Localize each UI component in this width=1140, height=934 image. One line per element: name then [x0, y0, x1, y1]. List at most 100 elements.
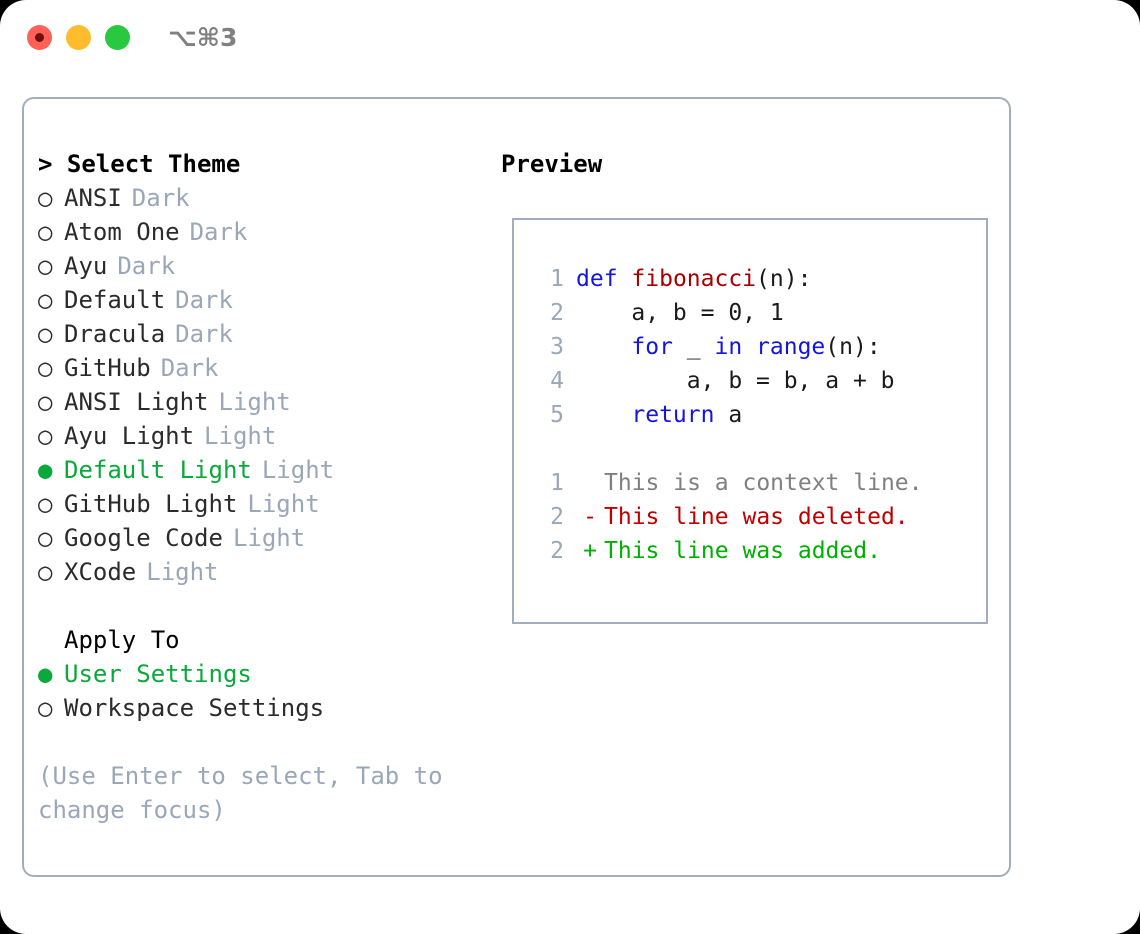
section-spacer	[38, 589, 498, 623]
preview-header: Preview	[501, 150, 603, 178]
radio-unselected-icon: ○	[38, 694, 53, 722]
diff-marker: +	[583, 538, 597, 564]
theme-option-ayu-light[interactable]: ○ Ayu Light Light	[38, 419, 498, 453]
theme-option-default[interactable]: ○ Default Dark	[38, 283, 498, 317]
code-token: in	[714, 334, 743, 360]
radio-unselected-icon: ○	[38, 388, 53, 416]
diff-marker	[576, 466, 604, 500]
radio-unselected-icon: ○	[38, 320, 53, 348]
theme-option-label: Default	[64, 286, 166, 314]
code-line: 3 for _ in range(n):	[530, 330, 986, 364]
code-line: 2 a, b = 0, 1	[530, 296, 986, 330]
code-token: (n):	[825, 334, 881, 360]
radio-unselected-icon: ○	[38, 184, 53, 212]
diff-line: 2 + This line was added.	[530, 534, 986, 568]
theme-option-label: ANSI Light	[64, 388, 209, 416]
code-token: (n):	[756, 266, 812, 292]
theme-list-header: > Select Theme	[38, 150, 241, 178]
radio-unselected-icon: ○	[38, 354, 53, 382]
theme-option-google-code[interactable]: ○ Google Code Light	[38, 521, 498, 555]
theme-option-dracula[interactable]: ○ Dracula Dark	[38, 317, 498, 351]
line-number: 1	[550, 266, 564, 292]
theme-option-category: Dark	[175, 320, 233, 348]
radio-unselected-icon: ○	[38, 490, 53, 518]
code-token: fibonacci	[631, 266, 757, 292]
line-number: 2	[550, 538, 564, 564]
code-token: def	[576, 266, 618, 292]
theme-option-xcode[interactable]: ○ XCode Light	[38, 555, 498, 589]
theme-option-category: Light	[218, 388, 291, 416]
diff-sample: 1 This is a context line.2-This line was…	[530, 466, 986, 568]
theme-option-category: Dark	[160, 354, 219, 382]
code-token: a, b = b, a + b	[576, 368, 895, 394]
code-line-text: a, b = b, a + b	[576, 364, 895, 398]
line-number: 1	[550, 470, 564, 496]
line-number: 4	[550, 368, 564, 394]
theme-option-category: Light	[261, 456, 335, 484]
theme-option-label: GitHub Light	[64, 490, 238, 518]
code-token: range	[756, 334, 826, 360]
diff-line-text: This line was added.	[604, 538, 881, 564]
code-line-text: def fibonacci(n):	[576, 262, 811, 296]
maximize-button-icon[interactable]	[105, 25, 130, 50]
theme-option-category: Light	[232, 524, 306, 552]
code-token	[742, 334, 756, 360]
code-token: _	[672, 334, 715, 360]
radio-selected-icon: ●	[38, 660, 53, 688]
keyboard-hint-text: (Use Enter to select, Tab to change focu…	[38, 762, 443, 824]
code-diff-spacer	[530, 432, 986, 466]
radio-selected-icon: ●	[38, 456, 53, 484]
line-number: 2	[550, 504, 564, 530]
theme-option-label: Google Code	[64, 524, 223, 552]
theme-option-category: Light	[146, 558, 219, 586]
theme-option-category: Dark	[117, 252, 176, 280]
apply-to-list: ● User Settings ○ Workspace Settings	[38, 657, 498, 725]
diff-marker: -	[583, 504, 597, 530]
code-token	[618, 266, 632, 292]
theme-option-label: XCode	[64, 558, 137, 586]
radio-unselected-icon: ○	[38, 524, 53, 552]
theme-option-label: Dracula	[64, 320, 166, 348]
minimize-button-icon[interactable]	[66, 25, 91, 50]
radio-unselected-icon: ○	[38, 558, 53, 586]
apply-to-option-label: Workspace Settings	[64, 694, 325, 722]
code-line-text: return a	[576, 398, 742, 432]
radio-unselected-icon: ○	[38, 286, 53, 314]
code-token: a, b = 0, 1	[576, 300, 784, 326]
apply-to-option-user-settings[interactable]: ● User Settings	[38, 657, 498, 691]
theme-option-category: Light	[204, 422, 277, 450]
code-token	[576, 402, 631, 428]
theme-option-label: ANSI	[64, 184, 122, 212]
theme-option-category: Light	[247, 490, 320, 518]
radio-unselected-icon: ○	[38, 422, 53, 450]
theme-option-label: Ayu	[64, 252, 108, 280]
diff-line-text: This line was deleted.	[604, 504, 909, 530]
keyboard-shortcut-label: ⌥⌘3	[168, 23, 238, 52]
code-token: for	[631, 334, 673, 360]
code-line: 5 return a	[530, 398, 986, 432]
theme-option-default-light[interactable]: ● Default Light Light	[38, 453, 498, 487]
apply-to-option-workspace-settings[interactable]: ○ Workspace Settings	[38, 691, 498, 725]
theme-option-category: Dark	[175, 286, 233, 314]
radio-unselected-icon: ○	[38, 218, 53, 246]
title-bar: ⌥⌘3	[0, 0, 1140, 76]
line-number: 2	[550, 300, 564, 326]
theme-option-ansi-light[interactable]: ○ ANSI Light Light	[38, 385, 498, 419]
theme-option-label: Default Light	[64, 456, 252, 484]
close-button-icon[interactable]	[27, 25, 52, 50]
code-line-text: for _ in range(n):	[576, 330, 881, 364]
theme-option-github-light[interactable]: ○ GitHub Light Light	[38, 487, 498, 521]
theme-option-label: Ayu Light	[64, 422, 195, 450]
code-line-text: a, b = 0, 1	[576, 296, 784, 330]
code-token: return	[631, 402, 715, 428]
apply-to-option-label: User Settings	[64, 660, 252, 688]
diff-line: 2-This line was deleted.	[530, 500, 986, 534]
